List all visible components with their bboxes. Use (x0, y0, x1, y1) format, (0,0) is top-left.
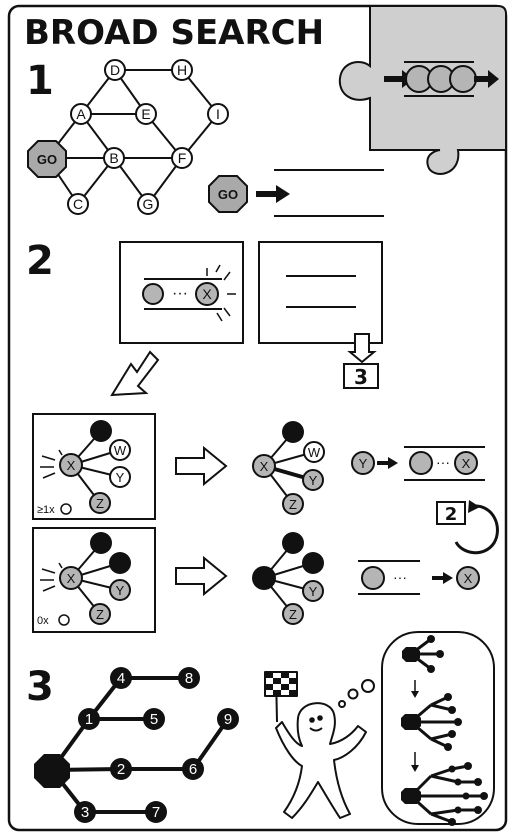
node-y-label: Y (359, 456, 368, 471)
tree-node-label: 2 (117, 761, 125, 778)
go-to-step-3-badge: 3 (354, 365, 368, 389)
node-z-label: Z (96, 496, 104, 511)
svg-text:···: ··· (436, 454, 450, 470)
empty-queue-panel (258, 241, 383, 389)
graph-node (70, 103, 92, 125)
graph-node (207, 103, 229, 125)
node-z-label: Z (96, 607, 104, 622)
node-x (195, 282, 219, 306)
graph-node (137, 193, 159, 215)
graph-node-label: B (109, 150, 118, 166)
node-x-label: X (462, 456, 471, 471)
graph-node-label: G (143, 196, 154, 212)
queue-go-octagon (208, 175, 248, 213)
graph-node-label: E (141, 106, 150, 122)
neighbors-visited-panel (32, 527, 156, 633)
tree-nodes (74, 667, 239, 823)
node-visited-result (252, 532, 324, 625)
graph-node (171, 147, 193, 169)
node-y-label: Y (116, 583, 125, 598)
at-least-one-label: ≥1x (37, 504, 55, 516)
tree-node-label: 1 (85, 711, 93, 728)
node-x-label: X (260, 459, 269, 474)
graph-node-label: I (216, 106, 220, 122)
puzzle-piece (338, 5, 507, 175)
node-x-label: X (67, 458, 76, 473)
dequeue-panel: ··· X (119, 241, 244, 344)
graph-node (103, 147, 125, 169)
loop-arrow-head (468, 500, 480, 513)
node-z-label: Z (289, 607, 297, 622)
transition-arrow (175, 555, 228, 597)
node-w-label: W (308, 445, 321, 460)
graph-node (67, 193, 89, 215)
step-3-number: 3 (26, 664, 54, 710)
neighbors-unvisited-panel (32, 413, 156, 520)
enqueue-arrow-head (388, 457, 398, 469)
back-to-step-2-badge: 2 (445, 504, 458, 525)
growing-tree-panel (381, 631, 495, 826)
graph-node-label: H (177, 62, 187, 78)
back-to-step-2-badge-box (436, 501, 466, 525)
graph-node-label: A (76, 106, 86, 122)
graph-node-label: F (178, 150, 187, 166)
node-y (351, 451, 375, 475)
graph-nodes: D H A E I B F C G (67, 59, 229, 215)
root-octagon (34, 754, 70, 788)
node-w-label: W (114, 443, 127, 458)
svg-text:···: ··· (172, 285, 188, 302)
graph-node-label: C (73, 196, 83, 212)
tree-node-label: 7 (152, 804, 160, 821)
svg-text:···: ··· (393, 569, 407, 585)
graph-node (104, 59, 126, 81)
neighbors-enqueued-result (252, 421, 325, 515)
character-with-flag (264, 671, 375, 819)
graph-node-label: D (110, 62, 120, 78)
node-y-label: Y (309, 473, 318, 488)
page-title: BROAD SEARCH (24, 13, 324, 53)
queue-go-label: GO (218, 187, 238, 202)
graph-node (171, 59, 193, 81)
queue-with-x: ··· (404, 446, 485, 481)
loop-arrow (454, 504, 499, 555)
zero-label: 0x (37, 615, 49, 627)
tree-node-label: 3 (81, 804, 89, 821)
start-go-octagon (27, 140, 67, 178)
transition-arrow (175, 445, 228, 487)
tree-node-label: 6 (189, 761, 197, 778)
start-go-label: GO (37, 152, 57, 167)
tree-node-label: 4 (117, 670, 125, 687)
queue-dequeue: ··· (358, 560, 480, 595)
enqueue-arrow-head (276, 185, 290, 203)
step-2-number: 2 (26, 238, 54, 284)
node-y-label: Y (309, 584, 318, 599)
tree-node-label: 9 (224, 711, 232, 728)
node-x-label: X (464, 571, 473, 586)
node-z-label: Z (289, 497, 297, 512)
step-1-number: 1 (26, 58, 54, 104)
tree-node-label: 5 (150, 711, 158, 728)
node-x-label: X (202, 286, 212, 302)
tree-node-label: 8 (185, 670, 193, 687)
down-left-arrow (110, 350, 160, 397)
graph-node (135, 103, 157, 125)
node-x-label: X (67, 571, 76, 586)
node-y-label: Y (116, 470, 125, 485)
